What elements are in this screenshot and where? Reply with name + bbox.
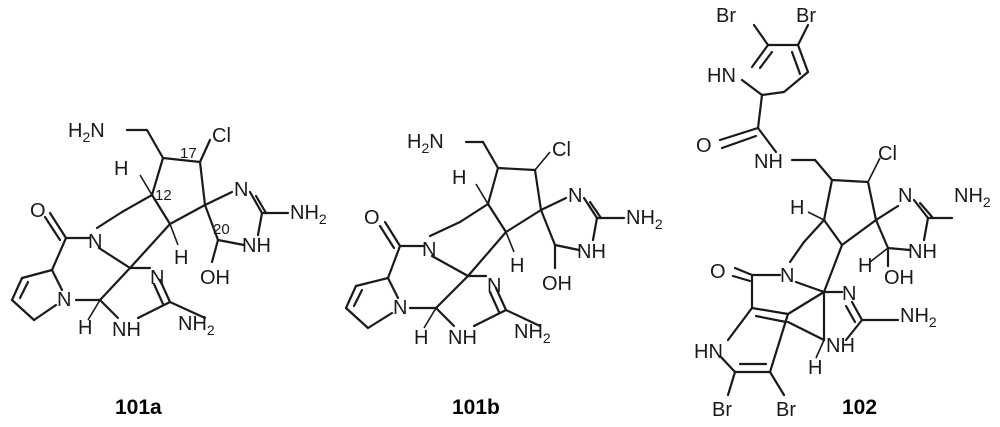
imidazoline-nh-bottom-label: NH xyxy=(448,327,477,349)
bottom-h-label: H xyxy=(78,317,92,339)
pyrrole-n-label: N xyxy=(393,297,407,319)
imidazoline-nh-label: NH xyxy=(242,235,271,257)
amino-label: NH2 xyxy=(954,185,991,210)
carbonyl-o-label: O xyxy=(364,207,380,229)
imidazoline-nh-bottom-label: NH xyxy=(826,335,855,357)
imidazoline-n-bottom-label: N xyxy=(842,283,856,305)
imidazoline-n-bottom-label: N xyxy=(150,267,164,289)
amino-label: NH2 xyxy=(626,207,663,232)
locant-12: 12 xyxy=(155,187,172,204)
pyrrole-n-label: N xyxy=(57,289,71,311)
imidazoline-n-bottom-label: N xyxy=(487,275,501,297)
compound-label: 101a xyxy=(115,396,162,419)
amide-n-label: N xyxy=(422,239,436,261)
amino-label: NH2 xyxy=(290,202,327,227)
amide-o-label: O xyxy=(696,135,712,157)
chloro-label: Cl xyxy=(878,143,897,165)
compound-101a-bonds xyxy=(10,128,290,322)
chloro-label: Cl xyxy=(212,125,231,147)
compound-label: 102 xyxy=(842,396,877,419)
hydroxyl-label: OH xyxy=(884,267,914,289)
amine-label: H2N xyxy=(407,131,444,156)
carbonyl-o-label: O xyxy=(30,200,46,222)
compound-102-structure: Br Br HN O NH Cl N NH2 NH OH H H O N N N… xyxy=(694,5,991,421)
h12-label: H xyxy=(452,167,466,189)
pyrrole-hn-bottom-label: HN xyxy=(694,341,723,363)
imidazoline-nh-bottom-label: NH xyxy=(112,319,141,341)
chloro-label: Cl xyxy=(552,139,571,161)
compound-101b-structure: H2N Cl N NH2 NH OH O N N H H H N NH NH2 … xyxy=(344,131,663,419)
locant-17: 17 xyxy=(180,145,197,162)
amide-n-label: N xyxy=(88,231,102,253)
imidazoline-n-label: N xyxy=(234,179,248,201)
imidazoline-n-label: N xyxy=(898,185,912,207)
pyrrole-hn-label: HN xyxy=(707,65,736,87)
h12-label: H xyxy=(114,158,128,180)
compound-101a-structure: H2N Cl N NH2 NH OH O N N H H H N NH NH2 … xyxy=(10,120,327,419)
compound-101b-bonds xyxy=(344,140,626,330)
hydroxyl-label: OH xyxy=(542,273,572,295)
amide-n-label: N xyxy=(780,265,794,287)
bridge-h-label: H xyxy=(174,247,188,269)
amino-bottom-label: NH2 xyxy=(900,305,937,330)
amino-bottom-label: NH2 xyxy=(178,313,215,338)
amino-bottom-label: NH2 xyxy=(514,321,551,346)
locant-20: 20 xyxy=(213,221,230,238)
h12-label: H xyxy=(790,197,804,219)
bromo-label-4: Br xyxy=(776,399,796,421)
imidazoline-n-label: N xyxy=(568,185,582,207)
amine-label: H2N xyxy=(68,120,105,145)
compound-102-bonds xyxy=(718,23,954,397)
carbonyl-o-label: O xyxy=(710,261,726,283)
amide-nh-label: NH xyxy=(754,151,783,173)
compound-label: 101b xyxy=(452,396,500,419)
bromo-label-1: Br xyxy=(716,5,736,27)
bottom-h-label: H xyxy=(808,357,822,379)
bridge-h-label: H xyxy=(858,255,872,277)
hydroxyl-label: OH xyxy=(200,267,230,289)
bottom-h-label: H xyxy=(414,327,428,349)
bridge-h-label: H xyxy=(510,255,524,277)
imidazoline-nh-label: NH xyxy=(908,241,937,263)
imidazoline-nh-label: NH xyxy=(577,241,606,263)
bromo-label-2: Br xyxy=(796,5,816,27)
bromo-label-3: Br xyxy=(712,399,732,421)
